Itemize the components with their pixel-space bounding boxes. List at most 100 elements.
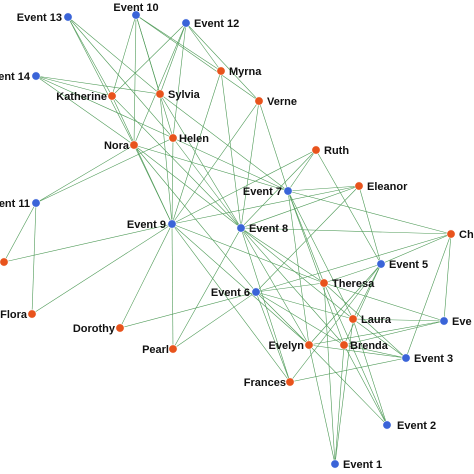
edge-e4-laura	[352, 318, 445, 322]
node-label-e14: Event 14	[0, 71, 31, 83]
node-pearl	[168, 344, 178, 354]
edge-e12-katherine	[111, 22, 187, 97]
edge-e10-katherine	[111, 14, 137, 97]
edge-e7-brenda	[287, 190, 345, 346]
edge-e13-nora	[67, 16, 135, 146]
edge-e8-theresa	[240, 227, 325, 284]
node-label-e6: Event 6	[211, 287, 250, 299]
edge-e9-flora	[31, 223, 173, 315]
edge-e5-ruth	[315, 149, 382, 265]
node-e13	[63, 12, 73, 22]
node-label-myrna: Myrna	[229, 66, 262, 78]
node-label-nora: Nora	[104, 140, 130, 152]
edge-e8-frances	[240, 227, 291, 383]
edge-e9-ruth	[171, 149, 317, 225]
node-e3	[401, 353, 411, 363]
node-e10	[131, 10, 141, 20]
node-label-e1: Event 1	[343, 459, 382, 471]
edge-e3-laura	[352, 318, 407, 359]
edge-e9-myrna	[171, 70, 222, 225]
node-label-helen: Helen	[179, 133, 209, 145]
node-label-e10: Event 10	[113, 2, 158, 14]
edge-e12-myrna	[185, 22, 222, 72]
edge-e7-nora	[133, 144, 289, 192]
edge-e5-laura	[352, 263, 382, 320]
edge-e9-eleanor	[171, 185, 360, 225]
edge-e4-charlotte	[443, 233, 452, 322]
edge-e6-pearl	[172, 291, 257, 350]
edge-e6-nora	[133, 144, 257, 293]
edge-e8-myrna	[220, 70, 242, 229]
edge-e7-eleanor	[287, 185, 360, 192]
edge-e13-sylvia	[67, 16, 161, 95]
edge-e5-eleanor	[358, 185, 382, 265]
edge-e3-frances	[289, 357, 407, 383]
node-label-e4: Eve	[452, 316, 472, 328]
edge-e13-helen	[67, 16, 174, 139]
edge-e5-evelyn	[308, 263, 382, 346]
node-e9	[167, 219, 177, 229]
edge-e7-laura	[287, 190, 354, 320]
edge-e7-verne	[258, 100, 289, 192]
edge-e2-brenda	[343, 344, 388, 426]
node-myrna	[216, 66, 226, 76]
node-dorothy	[115, 323, 125, 333]
node-label-sylvia: Sylvia	[168, 89, 201, 101]
node-label-charlotte: Ch	[459, 229, 474, 241]
edge-e8-helen	[172, 137, 242, 229]
node-e12	[181, 18, 191, 28]
node-label-dorothy: Dorothy	[73, 323, 116, 335]
edge-e6-evelyn	[255, 291, 310, 346]
edge-e12-sylvia	[159, 22, 187, 95]
edge-e7-sylvia	[159, 93, 289, 192]
edge-e5-charlotte	[380, 233, 452, 265]
node-e11	[31, 198, 41, 208]
edge-e6-frances	[255, 291, 291, 383]
edge-e8-charlotte	[240, 227, 452, 235]
edge-e11-olivia	[3, 202, 37, 263]
edge-e7-theresa	[287, 190, 325, 284]
node-label-flora: Flora	[0, 309, 28, 321]
edge-e9-frances	[171, 223, 291, 383]
node-brenda	[339, 340, 349, 350]
node-label-e11: Event 11	[0, 198, 30, 210]
edge-e8-katherine	[111, 95, 242, 229]
node-sylvia	[155, 89, 165, 99]
edge-e4-evelyn	[308, 320, 445, 346]
node-label-ruth: Ruth	[324, 145, 349, 157]
node-charlotte	[446, 229, 456, 239]
node-label-e8: Event 8	[249, 223, 288, 235]
node-e14	[31, 71, 41, 81]
node-label-brenda: Brenda	[350, 340, 389, 352]
edge-e1-brenda	[334, 344, 345, 465]
edge-e10-verne	[135, 14, 260, 102]
edge-e12-nora	[133, 22, 187, 146]
node-e4	[439, 316, 449, 326]
edge-e7-ruth	[287, 149, 317, 192]
node-e8	[236, 223, 246, 233]
node-e2	[382, 420, 392, 430]
edge-e6-dorothy	[119, 291, 257, 329]
edge-e8-ruth	[240, 149, 317, 229]
edge-e3-theresa	[323, 282, 407, 359]
edge-e10-nora	[133, 14, 137, 146]
edge-e1-evelyn	[308, 344, 336, 465]
node-label-frances: Frances	[244, 377, 286, 389]
edge-e9-helen	[171, 137, 174, 225]
edge-e9-dorothy	[119, 223, 173, 329]
edge-e9-nora	[133, 144, 173, 225]
node-label-laura: Laura	[361, 314, 392, 326]
edge-e12-verne	[185, 22, 260, 102]
edge-e11-helen	[35, 137, 174, 204]
edge-e14-katherine	[35, 75, 113, 97]
edge-e14-helen	[35, 75, 174, 139]
edge-e1-laura	[334, 318, 354, 465]
edge-e9-sylvia	[159, 93, 173, 225]
node-label-e9: Event 9	[127, 219, 166, 231]
edge-e9-verne	[171, 100, 260, 225]
node-e7	[283, 186, 293, 196]
node-flora	[27, 309, 37, 319]
edge-e3-charlotte	[405, 233, 452, 359]
node-label-e3: Event 3	[414, 353, 453, 365]
